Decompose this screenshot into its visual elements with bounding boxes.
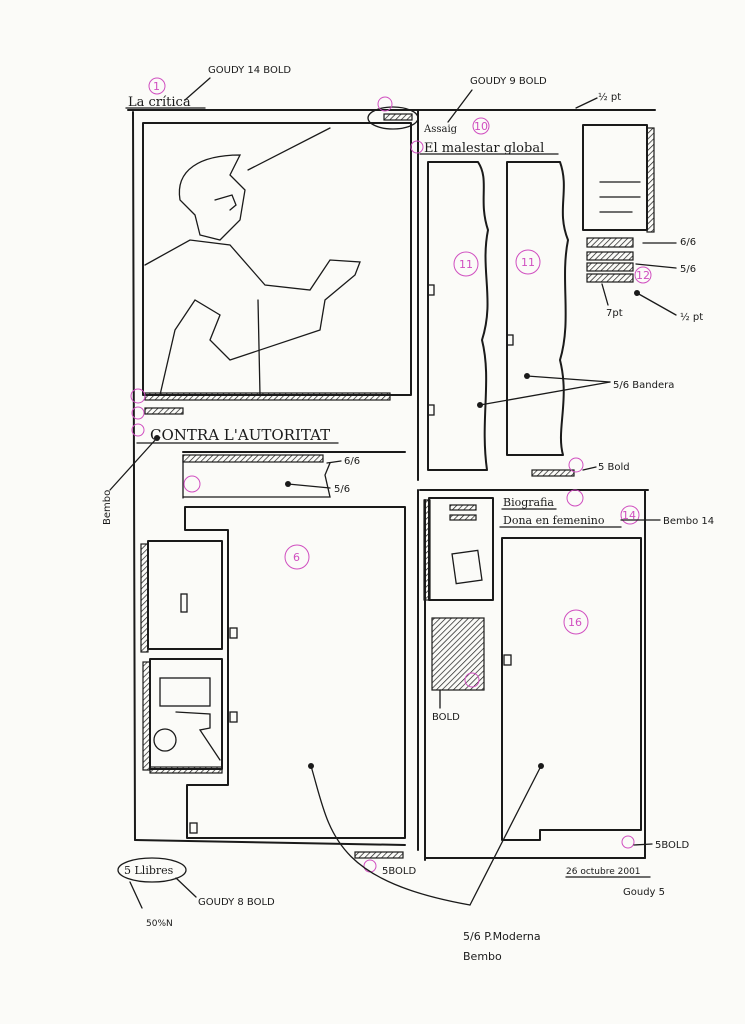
- section-label-text: Assaig: [423, 124, 458, 135]
- article-header: GOUDY 9 BOLD Assaig 10 El malestar globa…: [367, 76, 621, 156]
- annotation-5-6-a: 5/6: [680, 264, 696, 275]
- marker-13: 12: [636, 269, 650, 282]
- annotation-5-6-b: 5/6: [334, 484, 350, 495]
- marker-11a: 11: [459, 258, 473, 271]
- bio-title-text: Dona en femenino: [503, 514, 605, 527]
- marker-7: 6: [293, 551, 300, 564]
- annotation-50-percent: 50%N: [146, 919, 173, 929]
- main-headline-text: CONTRA L'AUTORITAT: [150, 426, 330, 444]
- annotation-7pt: 7pt: [606, 308, 623, 319]
- annotation-bandera: 5/6 Bandera: [613, 380, 674, 391]
- annotation-bembo-14: Bembo 14: [663, 516, 714, 527]
- annotation-6-6-b: 6/6: [344, 456, 360, 467]
- marker-10: 10: [474, 120, 488, 133]
- annotation-p-moderna: 5/6 P.Moderna: [463, 930, 541, 943]
- bio-kicker-text: Biografia: [503, 496, 554, 509]
- marker-14: 14: [622, 509, 636, 522]
- text-columns: 11 11 5/6 Bandera 5 Bold: [427, 161, 674, 477]
- page-frame: [127, 109, 656, 846]
- annotation-goudy-9: GOUDY 9 BOLD: [470, 76, 547, 87]
- section-heading-text: La crítica: [128, 95, 191, 110]
- left-article: 6 5BOLD: [140, 506, 416, 877]
- marker-11b: 11: [521, 256, 535, 269]
- annotation-5-bold-a: 5 Bold: [598, 462, 630, 473]
- marker-1: 1: [153, 80, 160, 93]
- annotation-goudy-8: GOUDY 8 BOLD: [198, 897, 275, 908]
- annotation-5-bold-b: 5BOLD: [655, 840, 689, 851]
- article-title-text: El malestar global: [424, 141, 544, 156]
- main-image-frame: [130, 122, 412, 420]
- annotation-bembo-vertical: Bembo: [102, 490, 113, 525]
- footer-tag-text: 5 Llibres: [124, 864, 174, 877]
- main-headline: CONTRA L'AUTORITAT Bembo 6/6 5/6: [102, 423, 406, 525]
- right-sidebar: 12 6/6 5/6 7pt ½ pt: [582, 124, 703, 323]
- annotation-bembo-bottom: Bembo: [463, 950, 502, 963]
- annotation-half-pt-side: ½ pt: [680, 311, 703, 323]
- annotation-goudy-14: GOUDY 14 BOLD: [208, 65, 291, 76]
- date-text: 26 octubre 2001: [566, 867, 641, 877]
- bio-block: BOLD Biografia Dona en femenino 14 Bembo…: [417, 489, 714, 898]
- annotation-5-bold-c: 5BOLD: [382, 866, 416, 877]
- marker-16: 16: [568, 616, 582, 629]
- annotation-6-6-a: 6/6: [680, 237, 696, 248]
- section-heading: La crítica GOUDY 14 BOLD 1: [125, 65, 291, 110]
- annotation-goudy-5: Goudy 5: [623, 887, 665, 898]
- footer: 5 Llibres GOUDY 8 BOLD 50%N 5/6 P.Modern…: [117, 763, 544, 963]
- annotation-half-pt-top: ½ pt: [598, 91, 621, 103]
- annotation-bold-small: BOLD: [432, 712, 460, 723]
